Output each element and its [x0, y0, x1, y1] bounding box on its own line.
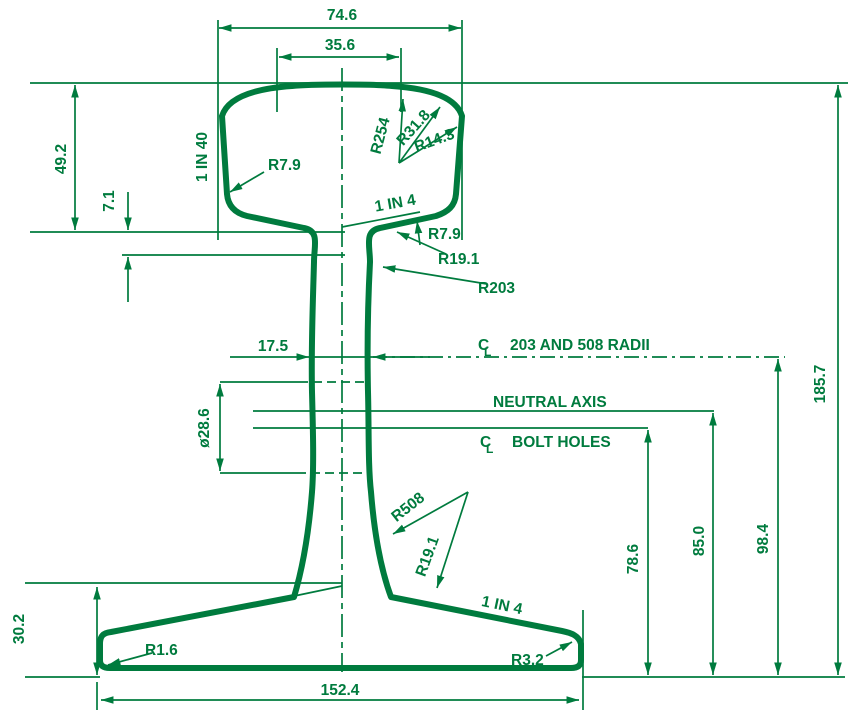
dim-head-width: 74.6 — [219, 7, 461, 32]
dim-bolt-hole-dia: ø28.6 — [196, 384, 224, 471]
cl-symbol-bolt-l: L — [486, 442, 493, 456]
dim-foot-thickness-label: 30.2 — [11, 614, 28, 644]
cl-symbol: C — [478, 337, 489, 354]
dim-crown-width-label: 35.6 — [325, 37, 356, 54]
radius-head-corner: R7.9 — [229, 157, 301, 193]
dim-web-centre-height-label: 98.4 — [755, 524, 772, 555]
head-radii: R254 R31.8 R14.3 — [368, 98, 458, 164]
dim-head-depth: 49.2 — [53, 85, 79, 230]
neutral-axis-label: NEUTRAL AXIS — [493, 394, 607, 411]
dim-neutral-axis-height: 85.0 — [691, 413, 717, 675]
radius-crown-label: R254 — [368, 115, 394, 156]
dim-head-depth-label: 49.2 — [53, 144, 70, 174]
web-upper-radii: R7.9 R19.1 R203 — [382, 220, 515, 297]
dim-head-width-label: 74.6 — [327, 7, 358, 24]
dim-neutral-axis-height-label: 85.0 — [691, 526, 708, 556]
dim-crown-width: 35.6 — [279, 37, 399, 61]
dim-7-1-label: 7.1 — [101, 190, 118, 212]
radius-web-lower-label: R508 — [388, 489, 428, 525]
dim-overall-height: 185.7 — [812, 85, 842, 675]
radius-foot-fillet-label: R19.1 — [413, 534, 443, 579]
radius-web-fillet-upper-label: R19.1 — [438, 251, 480, 268]
dim-foot-thickness: 30.2 — [11, 587, 101, 675]
bolt-holes-label: BOLT HOLES — [512, 434, 611, 451]
cl-radii-text: 203 AND 508 RADII — [510, 337, 650, 354]
dim-bolt-hole-height-label: 78.6 — [625, 544, 642, 575]
bolt-hole-hidden-lines — [220, 381, 369, 474]
cl-symbol-l: L — [484, 345, 491, 359]
cl-symbol-bolt: C — [480, 434, 491, 451]
radius-underside-web-label: R7.9 — [428, 226, 461, 243]
radius-toe-right-label: R3.2 — [511, 652, 544, 669]
dim-overall-height-label: 185.7 — [812, 365, 829, 404]
dim-bolt-hole-dia-label: ø28.6 — [196, 408, 213, 448]
radius-toe-left-label: R1.6 — [145, 642, 178, 659]
bolt-holes-centerline: C L BOLT HOLES — [253, 427, 648, 456]
dim-bolt-hole-height: 78.6 — [625, 430, 652, 675]
slope-head-side-label: 1 IN 40 — [194, 132, 211, 182]
dim-foot-width-label: 152.4 — [321, 682, 360, 699]
dim-web-centre-height: 98.4 — [755, 359, 782, 675]
rail-profile-outline — [97, 81, 584, 671]
cl-radii-note: C L 203 AND 508 RADII — [478, 337, 650, 359]
dim-web-width-label: 17.5 — [258, 338, 289, 355]
dim-foot-width: 152.4 — [101, 682, 579, 704]
neutral-axis: NEUTRAL AXIS — [253, 394, 714, 412]
foot-toe-radii: R1.6 R3.2 — [107, 641, 573, 669]
dim-7-1: 7.1 — [101, 190, 132, 302]
dim-web-width: 17.5 — [230, 338, 785, 361]
web-lower-radii: R508 R19.1 — [388, 489, 469, 589]
radius-web-upper-label: R203 — [478, 280, 515, 297]
extension-lines — [25, 20, 848, 710]
slope-head-underside-label: 1 IN 4 — [373, 192, 417, 216]
radius-head-corner-label: R7.9 — [268, 157, 301, 174]
